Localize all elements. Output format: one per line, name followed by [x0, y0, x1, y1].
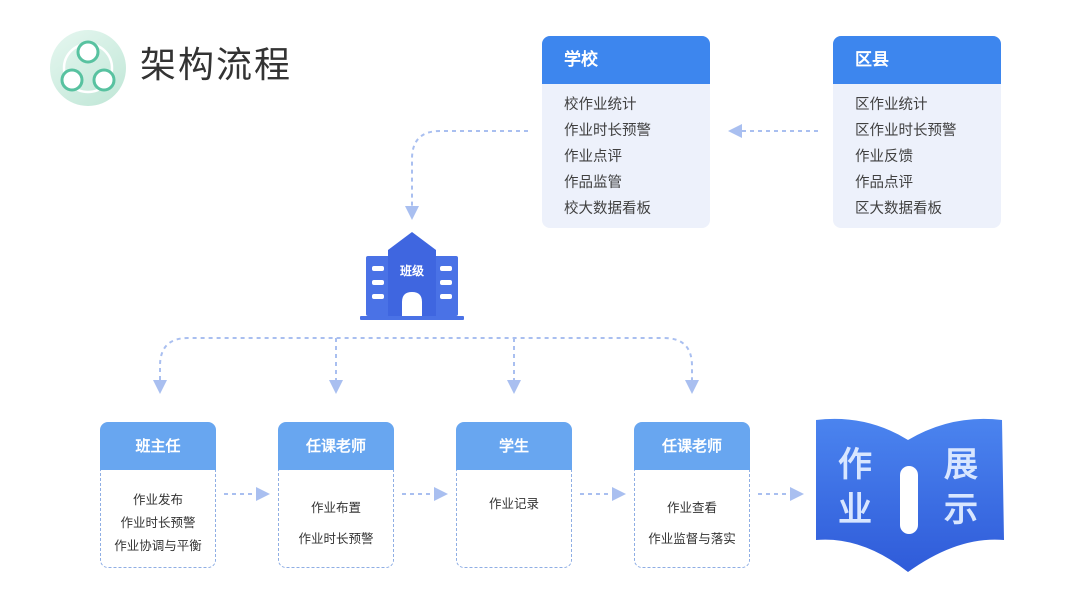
role-item: 作业查看	[666, 500, 717, 515]
class-label: 班级	[400, 263, 424, 278]
role-card-header: 任课老师	[278, 422, 394, 470]
connector-class-branch	[159, 337, 693, 380]
role-item: 作业监督与落实	[648, 531, 736, 546]
arrow-right-icon	[256, 487, 270, 501]
arrow-right-icon	[434, 487, 448, 501]
book-icon	[816, 418, 1004, 572]
arrow-left-icon	[728, 124, 742, 138]
book-char: 展	[944, 445, 978, 485]
school-item: 作品监管	[564, 175, 622, 191]
page-title: 架构流程	[140, 45, 293, 86]
role-item: 作业时长预警	[120, 515, 196, 530]
role-item: 作业记录	[488, 496, 539, 511]
school-building-icon: 班级	[360, 232, 464, 320]
school-item: 作业点评	[564, 149, 622, 165]
district-item: 区作业统计	[855, 97, 928, 113]
network-icon	[60, 40, 116, 94]
arrow-down-icon	[153, 380, 167, 394]
arrow-down-icon	[329, 380, 343, 394]
school-item: 作业时长预警	[564, 123, 651, 139]
arrow-right-icon	[790, 487, 804, 501]
district-item: 作品点评	[855, 175, 913, 191]
role-item: 作业时长预警	[298, 531, 374, 546]
role-card: 班主任 作业发布 作业时长预警 作业协调与平衡	[100, 422, 216, 568]
school-card-header: 学校	[542, 36, 710, 84]
role-item: 作业发布	[132, 492, 183, 507]
arrow-down-icon	[507, 380, 521, 394]
role-card-header: 学生	[456, 422, 572, 470]
book-char: 作	[838, 445, 872, 485]
district-item: 作业反馈	[855, 149, 913, 165]
arrow-down-icon	[685, 380, 699, 394]
role-card: 任课老师 作业查看 作业监督与落实	[634, 422, 750, 568]
role-card-header: 任课老师	[634, 422, 750, 470]
logo	[50, 30, 126, 106]
district-card: 区县 区作业统计 区作业时长预警 作业反馈 作品点评 区大数据看板	[833, 36, 1001, 228]
district-card-header: 区县	[833, 36, 1001, 84]
school-item: 校大数据看板	[564, 201, 651, 217]
role-card: 学生 作业记录	[456, 422, 572, 568]
school-item: 校作业统计	[564, 97, 637, 113]
role-item: 作业布置	[310, 500, 361, 515]
district-item: 区作业时长预警	[855, 123, 957, 139]
school-card: 学校 校作业统计 作业时长预警 作业点评 作品监管 校大数据看板	[542, 36, 710, 228]
role-card: 任课老师 作业布置 作业时长预警	[278, 422, 394, 568]
role-item: 作业协调与平衡	[114, 538, 202, 553]
arrow-down-icon	[405, 206, 419, 220]
book-char: 示	[944, 490, 978, 530]
role-card-header: 班主任	[100, 422, 216, 470]
book-char: 业	[838, 490, 872, 530]
arrow-right-icon	[612, 487, 626, 501]
connector-school-class	[411, 130, 528, 206]
district-item: 区大数据看板	[855, 201, 942, 217]
